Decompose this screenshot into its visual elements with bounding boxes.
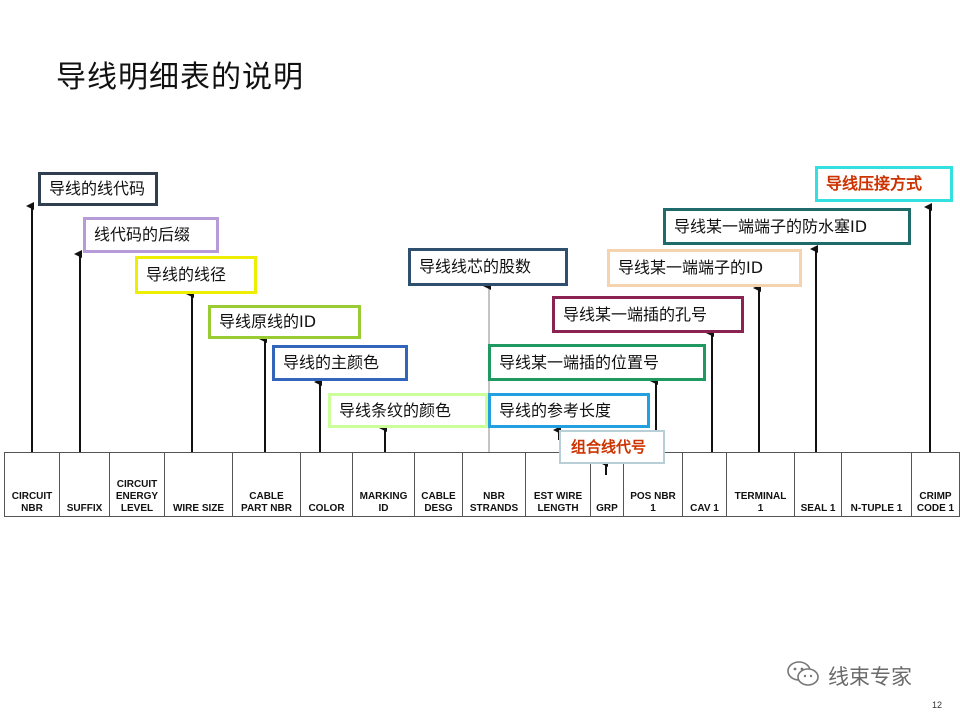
column-header-cable-desg: CABLE DESG (414, 452, 463, 517)
label-terminal-id: 导线某一端端子的ID (607, 249, 802, 287)
label-strand-count: 导线线芯的股数 (408, 248, 568, 286)
label-group-code: 组合线代号 (559, 430, 665, 464)
column-header-cable-part-nbr: CABLE PART NBR (232, 452, 301, 517)
label-circuit-code: 导线的线代码 (38, 172, 158, 206)
label-code-suffix: 线代码的后缀 (83, 217, 219, 253)
label-stripe-color: 导线条纹的颜色 (328, 393, 488, 428)
header-row: CIRCUIT NBR SUFFIX CIRCUIT ENERGY LEVEL … (4, 452, 960, 517)
column-header-marking-id: MARKING ID (352, 452, 415, 517)
column-header-color: COLOR (300, 452, 353, 517)
column-header-energy-level: CIRCUIT ENERGY LEVEL (109, 452, 165, 517)
column-header-suffix: SUFFIX (59, 452, 110, 517)
label-cavity-number: 导线某一端插的孔号 (552, 296, 744, 333)
wechat-icon (786, 660, 820, 692)
watermark: 线束专家 (786, 660, 912, 692)
wire-list-header-table: CIRCUIT NBR SUFFIX CIRCUIT ENERGY LEVEL … (4, 452, 960, 517)
column-header-terminal: TERMINAL 1 (726, 452, 795, 517)
label-reference-length: 导线的参考长度 (488, 393, 650, 428)
column-header-circuit-nbr: CIRCUIT NBR (4, 452, 60, 517)
label-position-number: 导线某一端插的位置号 (488, 344, 706, 381)
column-header-n-tuple: N-TUPLE 1 (841, 452, 912, 517)
watermark-text: 线束专家 (828, 665, 912, 689)
label-wire-size: 导线的线径 (135, 256, 257, 294)
column-header-crimp-code: CRIMP CODE 1 (911, 452, 960, 517)
label-main-color: 导线的主颜色 (272, 345, 408, 381)
column-header-nbr-strands: NBR STRANDS (462, 452, 526, 517)
column-header-cav: CAV 1 (682, 452, 727, 517)
label-crimp-method: 导线压接方式 (815, 166, 953, 202)
column-header-seal: SEAL 1 (794, 452, 842, 517)
column-header-wire-size: WIRE SIZE (164, 452, 233, 517)
label-seal-id: 导线某一端端子的防水塞ID (663, 208, 911, 245)
page-number: 12 (931, 700, 942, 710)
page-title: 导线明细表的说明 (56, 60, 304, 95)
label-cable-part-id: 导线原线的ID (208, 305, 361, 339)
